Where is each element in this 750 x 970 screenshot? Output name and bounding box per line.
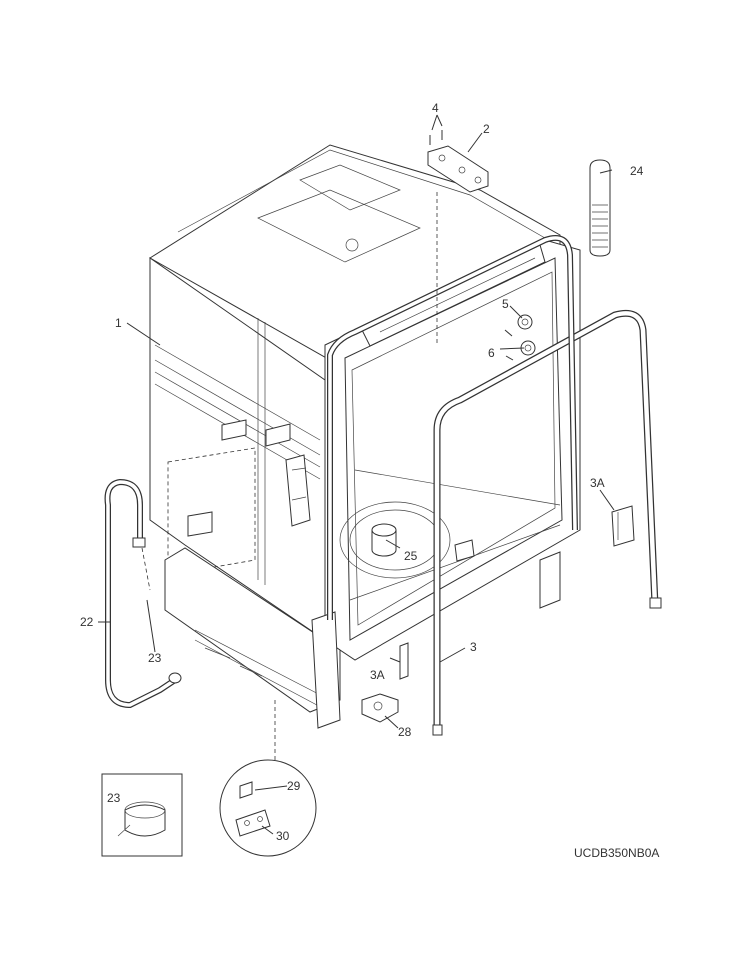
callout-3a-right: 3A — [590, 476, 605, 490]
callout-5: 5 — [502, 297, 509, 311]
callout-30: 30 — [276, 829, 290, 843]
drain-hose — [104, 478, 182, 709]
leader-lines — [98, 114, 615, 835]
callout-3a-bottom: 3A — [370, 668, 385, 682]
callout-3: 3 — [470, 640, 477, 654]
callout-28: 28 — [398, 725, 412, 739]
callout-6: 6 — [488, 346, 495, 360]
callout-24: 24 — [630, 164, 644, 178]
callout-4: 4 — [432, 101, 439, 115]
sleeve-part — [589, 159, 611, 257]
callout-23: 23 — [148, 651, 162, 665]
callout-2: 2 — [483, 122, 490, 136]
model-code: UCDB350NB0A — [574, 846, 659, 860]
callout-29: 29 — [287, 779, 301, 793]
bearing-parts — [504, 314, 536, 361]
gasket-clip-right — [611, 505, 635, 547]
hinge-part — [274, 693, 399, 760]
tub-assembly — [149, 144, 581, 729]
hinge-plate-part — [427, 130, 489, 345]
inset-box-23 — [101, 773, 183, 857]
door-gasket — [432, 309, 662, 736]
gasket-clip-bottom — [399, 642, 409, 680]
tub-side-gasket — [327, 234, 578, 620]
callout-25: 25 — [404, 549, 418, 563]
callout-22: 22 — [80, 615, 94, 629]
callout-labels: 1 2 4 24 5 6 3A 25 22 23 3 3A 28 23 29 3… — [80, 101, 659, 860]
inset-circle-29-30 — [219, 759, 317, 857]
callout-23-inset: 23 — [107, 791, 121, 805]
callout-1: 1 — [115, 316, 122, 330]
